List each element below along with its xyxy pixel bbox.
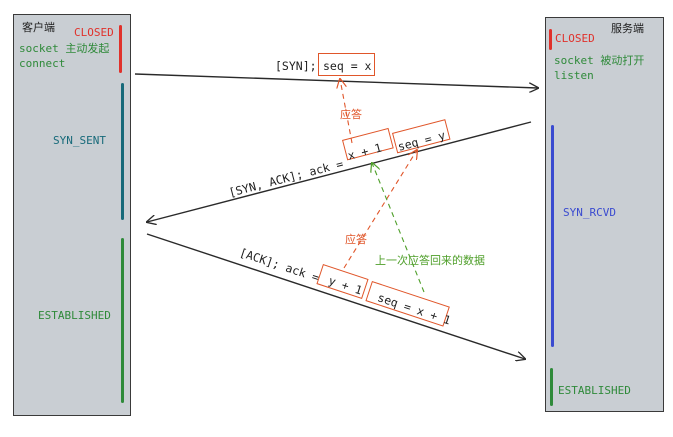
- ack-arrow: [146, 233, 525, 359]
- prev-data-dashed-arrow: [372, 163, 425, 293]
- client-state-closed: CLOSED: [74, 26, 114, 39]
- server-title: 服务端: [611, 22, 644, 35]
- reply-label-1: 应答: [340, 108, 362, 121]
- syn-arrow: [134, 73, 538, 88]
- client-action-line1: socket 主动发起: [19, 42, 110, 55]
- server-closed-bar: [549, 29, 552, 50]
- client-action-line2: connect: [19, 57, 66, 70]
- server-state-closed: CLOSED: [555, 32, 595, 45]
- client-closed-bar: [119, 25, 122, 73]
- server-state-established: ESTABLISHED: [558, 384, 631, 397]
- server-established-bar: [550, 368, 553, 406]
- server-panel: [545, 17, 664, 412]
- reply-label-2: 应答: [345, 233, 367, 246]
- client-established-bar: [121, 238, 124, 403]
- server-state-syn-rcvd: SYN_RCVD: [563, 206, 616, 219]
- syn-ack-arrow: [147, 121, 532, 222]
- server-syn-rcvd-bar: [551, 125, 554, 347]
- reply-1-dashed-arrow: [340, 79, 353, 144]
- server-action-line2: listen: [554, 69, 594, 82]
- client-state-syn-sent: SYN_SENT: [53, 134, 106, 147]
- client-syn-sent-bar: [121, 83, 124, 220]
- syn-label: [SYN];: [275, 59, 317, 73]
- prev-reply-data-label: 上一次应答回来的数据: [375, 254, 485, 267]
- server-action-line1: socket 被动打开: [554, 54, 645, 67]
- syn-seq-box: [318, 53, 375, 76]
- syn-seq: seq = x: [323, 59, 372, 73]
- client-panel: [13, 14, 131, 416]
- client-title: 客户端: [22, 21, 55, 34]
- client-state-established: ESTABLISHED: [38, 309, 111, 322]
